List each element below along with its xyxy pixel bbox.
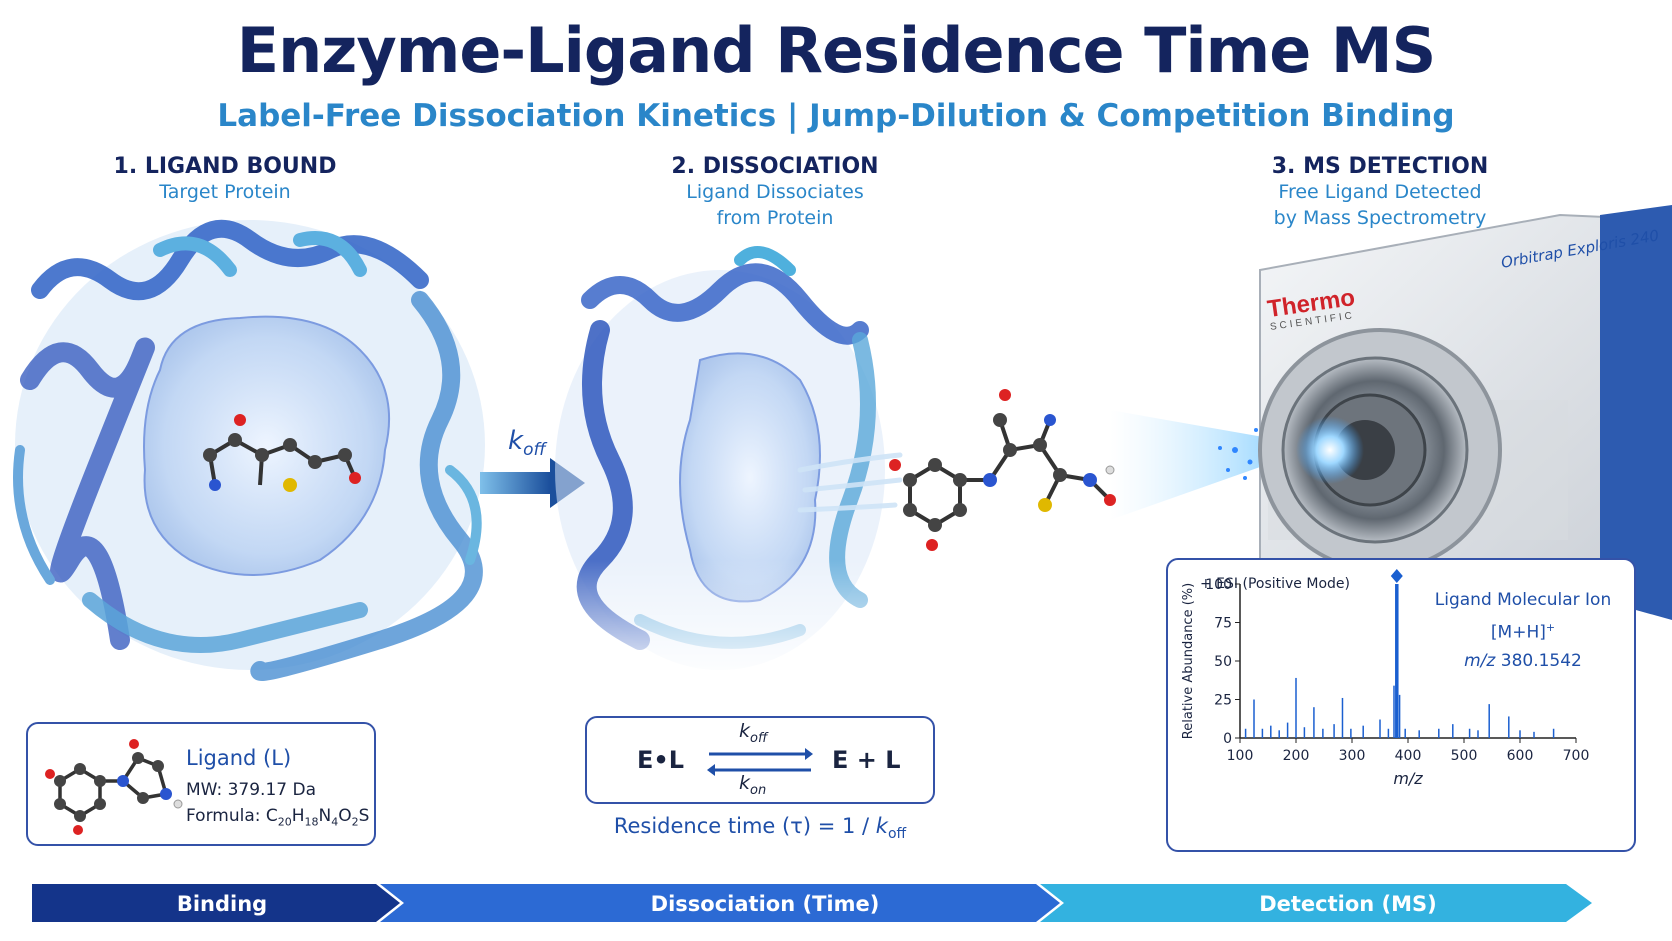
page-title: Enzyme-Ligand Residence Time MS: [236, 14, 1437, 87]
page-subtitle: Label-Free Dissociation Kinetics | Jump-…: [217, 98, 1455, 134]
step-3-heading: 3. MS DETECTION: [1271, 154, 1489, 179]
residence-sub: off: [887, 826, 907, 843]
x-tick-label: 600: [1507, 748, 1534, 764]
x-tick-label: 200: [1283, 748, 1310, 764]
eq-koff-sub: off: [750, 730, 768, 746]
peak-label-3-italic: m/z: [1464, 650, 1496, 671]
process-step-detection: [1040, 884, 1592, 922]
x-tick-label: 700: [1563, 748, 1590, 764]
residence-time-equation: Residence time (τ) = 1 / koff: [560, 814, 960, 842]
equilibrium-box: E•L E + L koff kon: [585, 716, 935, 804]
peak-annotation: Ligand Molecular Ion [M+H]+ m/z 380.1542: [1418, 586, 1628, 675]
peak-label-2-text: [M+H]: [1490, 622, 1546, 643]
x-tick-label: 400: [1395, 748, 1422, 764]
formula-prefix: Formula: C: [186, 806, 278, 826]
ion-beam: [1110, 410, 1280, 520]
y-axis-label: Relative Abundance (%): [1181, 583, 1196, 739]
spectrum-axes: [1235, 583, 1577, 743]
y-tick-label: 0: [1223, 731, 1232, 747]
peak-label-1: Ligand Molecular Ion: [1434, 590, 1612, 610]
ligand-mw: MW: 379.17 Da: [186, 780, 317, 800]
process-step-dissociation-label: Dissociation (Time): [651, 892, 880, 916]
free-ligand-molecule: [889, 389, 1116, 551]
step-2-heading: 2. DISSOCIATION: [671, 154, 879, 179]
step-2-subheading: Ligand Dissociates: [686, 181, 864, 203]
eq-kon-sub: on: [750, 782, 767, 798]
koff-label-sub: off: [523, 440, 546, 461]
step-2-header: 2. DISSOCIATION Ligand Dissociates from …: [610, 154, 940, 231]
eq-left: E•L: [637, 746, 685, 774]
process-step-binding-label: Binding: [177, 892, 267, 916]
step-3-header: 3. MS DETECTION Free Ligand Detected by …: [1215, 154, 1545, 231]
eq-arrows: [707, 748, 813, 776]
ligand-card-molecule: [45, 739, 183, 835]
process-step-binding: [32, 884, 400, 922]
eq-koff-k: k: [739, 720, 751, 742]
protein-dissociation-illustration: [555, 246, 903, 690]
peak-label-2-sup: +: [1545, 621, 1556, 634]
ligand-name: Ligand (L): [186, 746, 292, 770]
base-peak-marker: [1390, 569, 1403, 583]
x-tick-label: 100: [1227, 748, 1254, 764]
y-tick-label: 25: [1214, 693, 1232, 709]
residence-k: k: [875, 814, 888, 838]
step-3-subheading-2: by Mass Spectrometry: [1273, 207, 1487, 229]
process-bar: Binding Dissociation (Time) Detection (M…: [32, 884, 1592, 922]
step-1-subheading: Target Protein: [159, 181, 291, 203]
spectrum-box: + ESI (Positive Mode) Ligand Molecular I…: [1166, 558, 1636, 852]
step-1-header: 1. LIGAND BOUND Target Protein: [60, 154, 390, 205]
step-1-heading: 1. LIGAND BOUND: [113, 154, 337, 179]
spectrum-peaks: [1244, 569, 1555, 738]
step-2-subheading-2: from Protein: [716, 207, 834, 229]
spectrum-mode: + ESI (Positive Mode): [1200, 576, 1350, 592]
protein-bound-illustration: [13, 219, 485, 681]
eq-kon-k: k: [739, 772, 751, 794]
formula-o: O: [338, 806, 352, 826]
formula-h: H: [291, 806, 305, 826]
formula-n-count: 4: [331, 815, 339, 829]
formula-c-count: 20: [277, 815, 292, 829]
y-tick-label: 75: [1214, 616, 1232, 632]
peak-label-3: m/z 380.1542: [1418, 647, 1628, 675]
koff-label: koff: [508, 426, 546, 460]
residence-prefix: Residence time (τ) = 1 /: [613, 814, 876, 838]
eq-koff: koff: [739, 720, 767, 746]
process-step-dissociation: [380, 884, 1060, 922]
ligand-card: Ligand (L) MW: 379.17 Da Formula: C20H18…: [26, 722, 376, 846]
x-tick-label: 500: [1451, 748, 1478, 764]
peak-label-3-value: 380.1542: [1500, 650, 1582, 671]
x-tick-label: 300: [1339, 748, 1366, 764]
y-tick-label: 100: [1205, 577, 1232, 593]
eq-right: E + L: [832, 746, 901, 774]
mass-spectrum-chart: 0 25 50 75 100 100 200 300 400 500 600 700 m/z Relati…: [1181, 569, 1589, 788]
formula-o-count: 2: [351, 815, 359, 829]
step-3-subheading: Free Ligand Detected: [1278, 181, 1482, 203]
formula-n: N: [318, 806, 332, 826]
formula-h-count: 18: [304, 815, 319, 829]
peak-label-2: [M+H]+: [1418, 614, 1628, 647]
koff-label-k: k: [508, 426, 524, 456]
mass-spectrometer-illustration: [1258, 205, 1672, 620]
eq-kon: kon: [739, 772, 766, 798]
process-step-detection-label: Detection (MS): [1259, 892, 1437, 916]
y-tick-label: 50: [1214, 654, 1232, 670]
spectrum-labels: 0 25 50 75 100 100 200 300 400 500 600 700 m/z Relati…: [1181, 577, 1589, 788]
ligand-formula: Formula: C20H18N4O2S: [186, 806, 369, 828]
formula-s: S: [358, 806, 370, 826]
x-axis-label: m/z: [1393, 769, 1423, 788]
